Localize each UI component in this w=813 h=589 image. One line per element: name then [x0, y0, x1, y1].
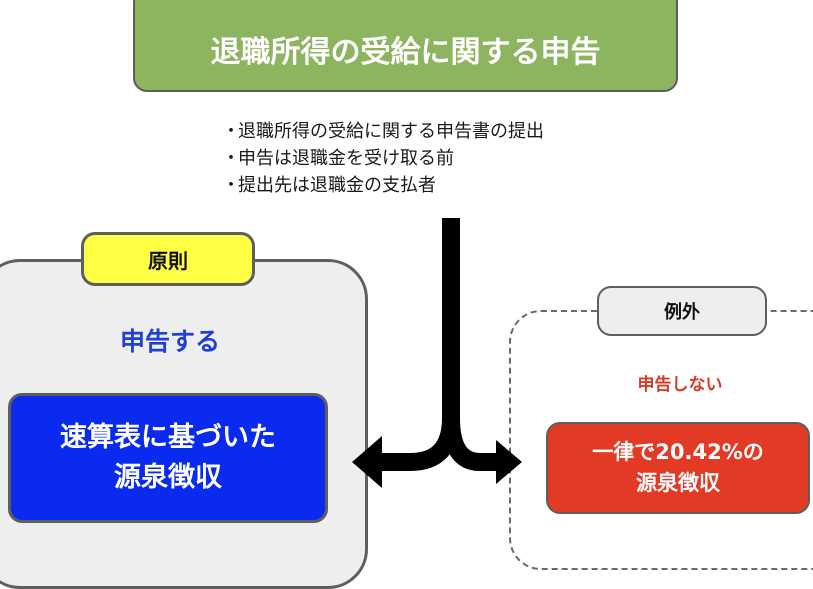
diagram-title: 退職所得の受給に関する申告 — [210, 35, 601, 70]
note-text: 申告は退職金を受け取る前 — [238, 148, 454, 169]
principle-heading: 申告する — [119, 327, 220, 356]
title-box: 退職所得の受給に関する申告 — [133, 0, 678, 92]
note-item: ・ 提出先は退職金の支払者 — [222, 172, 544, 199]
note-text: 退職所得の受給に関する申告書の提出 — [238, 121, 544, 142]
principle-box-line1: 速算表に基づいた — [60, 422, 276, 453]
exception-tag: 例外 — [597, 286, 767, 336]
exception-box-line2: 源泉徴収 — [636, 471, 720, 495]
note-item: ・ 退職所得の受給に関する申告書の提出 — [222, 118, 544, 145]
exception-heading: 申告しない — [637, 375, 723, 395]
note-text: 提出先は退職金の支払者 — [238, 175, 436, 196]
principle-tag-label: 原則 — [148, 248, 188, 273]
arrow-head-left-icon — [352, 436, 382, 488]
exception-tag-label: 例外 — [664, 302, 700, 323]
exception-result-box: 一律で20.42%の 源泉徴収 — [546, 422, 810, 514]
bullet-mark: ・ — [222, 148, 240, 169]
principle-box-line2: 源泉徴収 — [114, 462, 222, 493]
branch-arrow — [352, 218, 522, 488]
principle-result-box: 速算表に基づいた 源泉徴収 — [8, 393, 328, 523]
notes-list: ・ 退職所得の受給に関する申告書の提出 ・ 申告は退職金を受け取る前 ・ 提出先… — [222, 118, 544, 199]
note-item: ・ 申告は退職金を受け取る前 — [222, 145, 544, 172]
branch-arrow-shaft — [378, 218, 500, 471]
bullet-mark: ・ — [222, 121, 240, 142]
principle-tag: 原則 — [81, 232, 255, 286]
bullet-mark: ・ — [222, 175, 240, 196]
exception-box-line1: 一律で20.42%の — [592, 440, 764, 464]
arrow-head-right-icon — [496, 440, 522, 484]
